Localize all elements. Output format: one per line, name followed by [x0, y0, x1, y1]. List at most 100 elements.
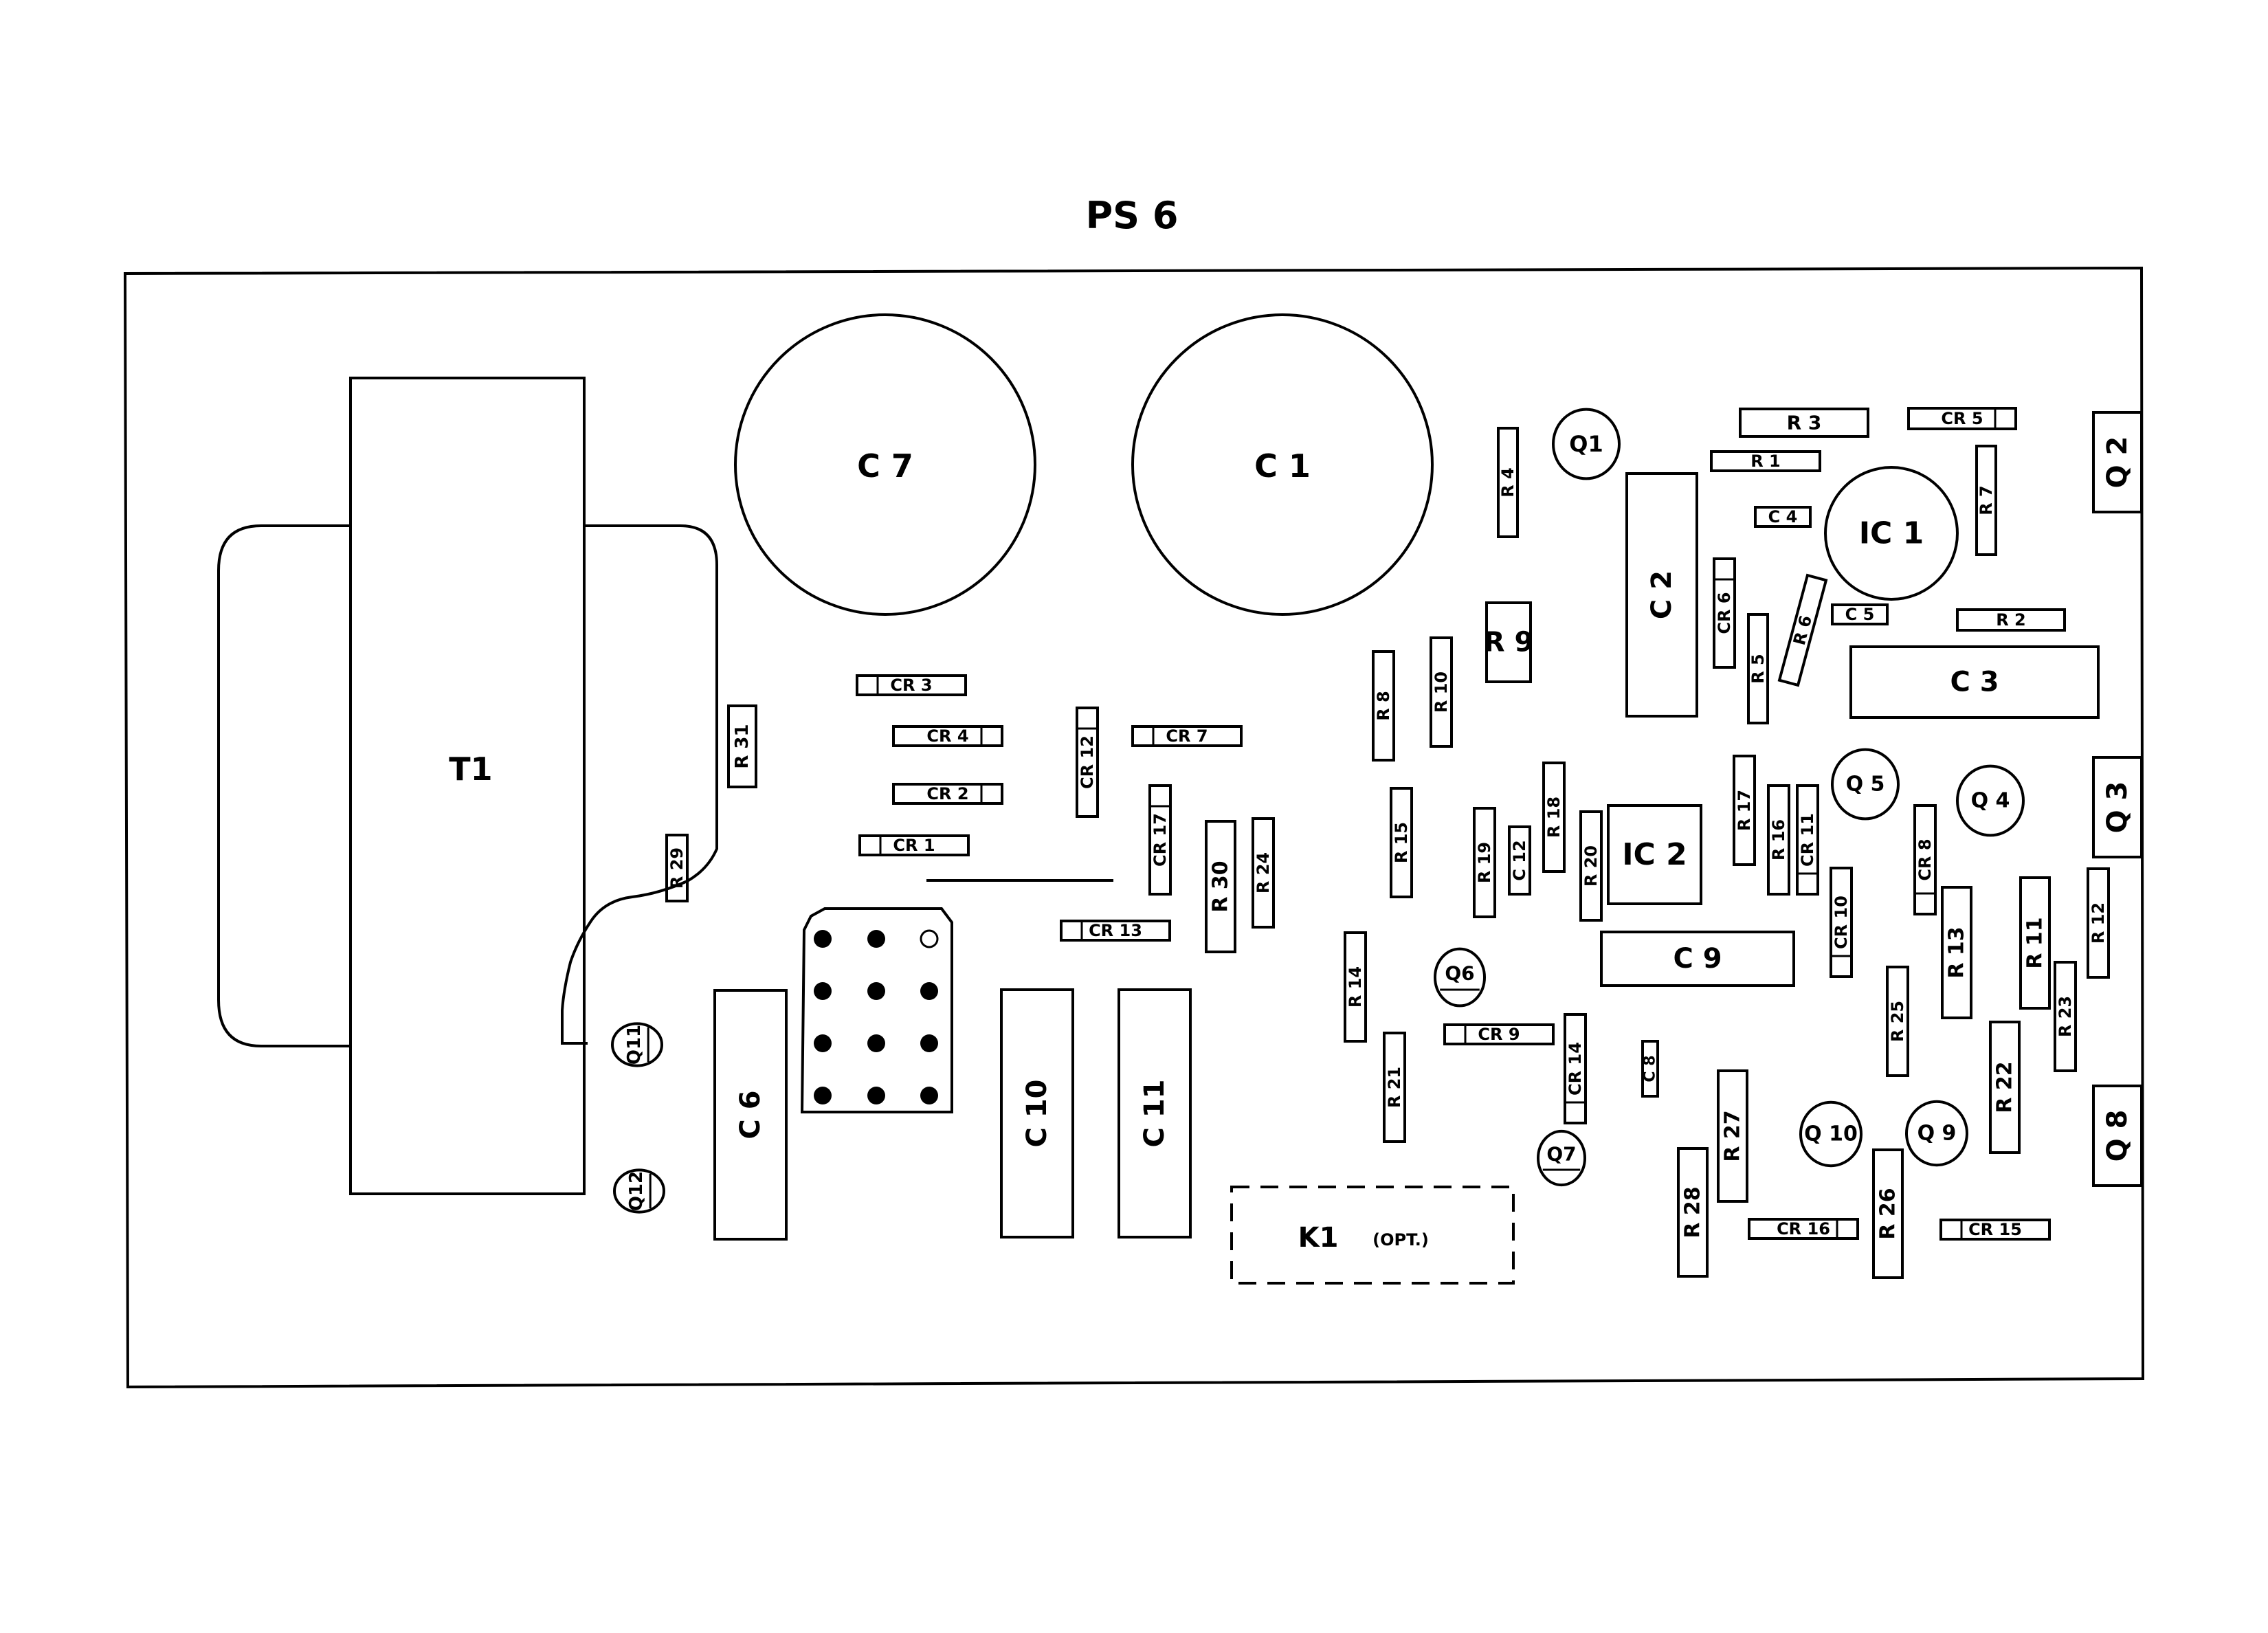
resistor-R19: R 19 [1473, 807, 1496, 918]
ic-IC1: IC 1 [1824, 466, 1959, 601]
label-R21: R 21 [1385, 1067, 1404, 1108]
label-Q4: Q 4 [1971, 789, 2010, 813]
transistor-Q9: Q 9 [1905, 1100, 1968, 1167]
connector-pin [814, 982, 832, 1000]
transistor-Q8: Q 8 [2092, 1085, 2143, 1187]
label-CR2: CR 2 [926, 784, 968, 803]
diode-CR7: CR 7 [1131, 725, 1243, 747]
transistor-Q4: Q 4 [1956, 764, 2025, 837]
label-R24: R 24 [1254, 852, 1273, 893]
resistor-R26: R 26 [1872, 1148, 1904, 1279]
label-Q10: Q 10 [1804, 1122, 1858, 1146]
label-R30: R 30 [1209, 860, 1233, 912]
label-R28: R 28 [1681, 1186, 1705, 1238]
label-Q11: Q11 [624, 1025, 645, 1065]
capacitor-C5: C 5 [1831, 603, 1889, 625]
label-R11: R 11 [2023, 917, 2047, 968]
resistor-R20: R 20 [1579, 810, 1603, 922]
resistor-R23: R 23 [2054, 961, 2077, 1072]
label-R14: R 14 [1346, 966, 1365, 1008]
label-R3: R 3 [1787, 412, 1822, 434]
label-R7: R 7 [1977, 485, 1996, 515]
label-CR17: CR 17 [1150, 813, 1170, 867]
label-R20: R 20 [1581, 845, 1601, 887]
connector-pin [920, 1034, 938, 1052]
transistor-Q5: Q 5 [1831, 748, 1900, 821]
label-R23: R 23 [2056, 996, 2075, 1037]
resistor-R29: R 29 [665, 834, 689, 902]
label-CR13: CR 13 [1089, 921, 1142, 940]
label-R15: R 15 [1392, 822, 1411, 863]
resistor-R11: R 11 [2019, 876, 2051, 1010]
connector-pin [867, 1034, 885, 1052]
connector-pin [867, 1087, 885, 1104]
label-IC2: IC 2 [1622, 837, 1687, 872]
label-CR4: CR 4 [926, 726, 968, 746]
label-CR15: CR 15 [1968, 1220, 2022, 1239]
connector-pin [920, 1087, 938, 1104]
label-CR1: CR 1 [893, 836, 935, 855]
label-CR12: CR 12 [1078, 735, 1097, 789]
resistor-R25: R 25 [1886, 966, 1909, 1077]
label-R27: R 27 [1721, 1110, 1745, 1162]
capacitor-C2: C 2 [1625, 472, 1698, 718]
diode-CR14: CR 14 [1564, 1013, 1587, 1124]
label-R2: R 2 [1996, 610, 2026, 630]
label-R8: R 8 [1374, 691, 1393, 721]
label-IC1: IC 1 [1859, 516, 1924, 551]
resistor-R28: R 28 [1677, 1147, 1709, 1278]
diode-CR8: CR 8 [1913, 804, 1937, 915]
capacitor-C4: C 4 [1754, 506, 1812, 528]
resistor-R1: R 1 [1710, 450, 1821, 472]
label-R13: R 13 [1945, 926, 1969, 978]
board-outline [123, 266, 2145, 1389]
label-CR8: CR 8 [1915, 838, 1935, 880]
resistor-R14: R 14 [1344, 931, 1367, 1043]
capacitor-C12: C 12 [1508, 825, 1531, 896]
label-C10: C 10 [1021, 1080, 1053, 1148]
connector-pin [867, 982, 885, 1000]
label-T1: T1 [449, 751, 492, 788]
resistor-R3: R 3 [1739, 408, 1869, 438]
resistor-R9: R 9 [1484, 601, 1533, 683]
label-Q7: Q7 [1546, 1143, 1576, 1166]
label-CR9: CR 9 [1478, 1025, 1520, 1044]
label-R17: R 17 [1735, 790, 1754, 831]
resistor-R31: R 31 [727, 704, 757, 788]
diode-CR17: CR 17 [1148, 784, 1172, 896]
label-Q1: Q1 [1569, 431, 1603, 457]
label-CR3: CR 3 [890, 676, 932, 695]
label-R10: R 10 [1432, 671, 1451, 713]
label-Q6: Q6 [1445, 962, 1474, 985]
diode-CR3: CR 3 [856, 674, 967, 696]
label-Q2: Q 2 [2102, 436, 2133, 489]
resistor-R5: R 5 [1747, 613, 1769, 724]
diode-CR10: CR 10 [1830, 867, 1853, 978]
capacitor-C7: C 7 [734, 313, 1036, 616]
resistor-R6: R 6 [1777, 573, 1828, 687]
label-R6: R 6 [1790, 613, 1816, 647]
label-R1: R 1 [1750, 452, 1781, 471]
resistor-R21: R 21 [1383, 1032, 1406, 1143]
label-Q3: Q 3 [2102, 781, 2133, 834]
diode-CR5: CR 5 [1907, 407, 2017, 430]
label-C6: C 6 [735, 1090, 766, 1139]
transistor-Q6: Q6 [1434, 947, 1486, 1008]
label-K1: K1 [1298, 1222, 1339, 1254]
transistor-Q2: Q 2 [2092, 411, 2143, 513]
capacitor-C3: C 3 [1849, 645, 2100, 719]
diode-CR1: CR 1 [858, 834, 970, 856]
resistor-R16: R 16 [1767, 784, 1790, 896]
transistor-Q12: Q12 [613, 1168, 665, 1214]
diode-CR4: CR 4 [892, 725, 1003, 747]
label-C2: C 2 [1646, 570, 1678, 619]
resistor-R22: R 22 [1989, 1021, 2021, 1154]
resistor-R2: R 2 [1956, 608, 2066, 632]
label-R19: R 19 [1475, 842, 1494, 883]
resistor-R10: R 10 [1430, 636, 1453, 748]
capacitor-C8: C 8 [1641, 1040, 1659, 1098]
label-C5: C 5 [1845, 605, 1875, 624]
transistor-Q3: Q 3 [2092, 756, 2143, 858]
label-CR7: CR 7 [1166, 726, 1208, 746]
